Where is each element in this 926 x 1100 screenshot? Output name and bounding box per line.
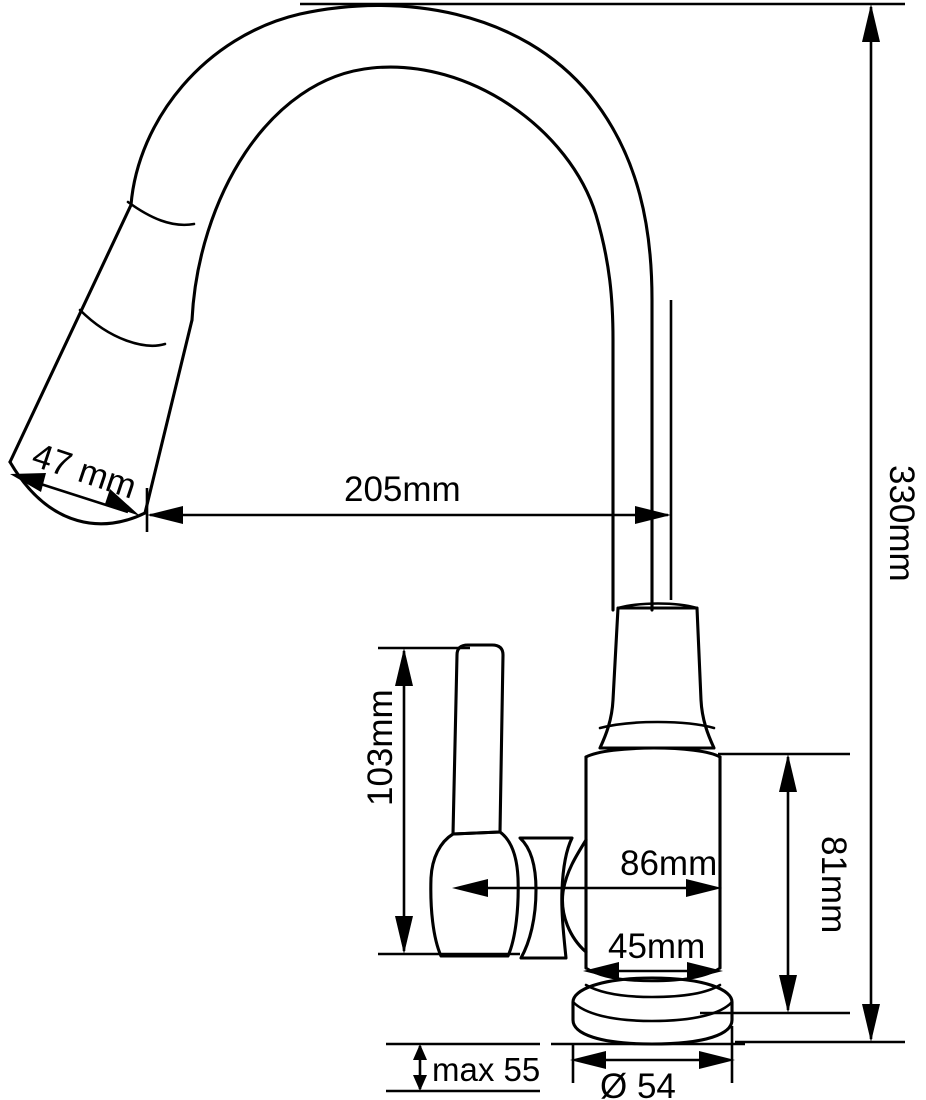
arrow-head-205mm-right [635,506,671,524]
faucet-part-drawing [8,3,734,1046]
gooseneck-inner-curve [190,65,615,612]
gooseneck-outer-curve [129,3,654,612]
base-flange-inner-ring [584,983,722,999]
base-flange-outline [571,976,734,1046]
arrow-head-47mm-right [105,489,140,516]
arrow-head-103mm-bottom [395,916,413,954]
dimension-body-diameter: 45mm [583,927,723,980]
nozzle-segment-line-lower [78,308,167,347]
dim-label-d54: Ø 54 [600,1067,676,1100]
dimension-overall-height: 330mm [300,2,921,1044]
arrow-head-330mm-bottom [862,1004,880,1042]
body-cylinder-top-ellipse [584,746,722,759]
dim-label-330mm: 330mm [882,465,921,582]
arrow-head-205mm-left [147,506,183,524]
dimension-body-height: 81mm [700,752,853,1015]
handle-knuckle-left [429,830,520,958]
dim-label-86mm: 86mm [620,844,717,883]
dim-label-103mm: 103mm [361,689,400,806]
arrow-head-81mm-bottom [779,975,797,1013]
dim-label-47mm: 47 mm [27,436,141,507]
dimension-spout-reach: 205mm [145,300,673,600]
arrow-head-330mm-top [862,4,880,42]
neck-collar-outline [598,606,716,750]
dim-label-81mm: 81mm [814,836,853,933]
arrow-head-81mm-top [779,754,797,792]
spray-head-outline [8,203,133,464]
dimension-handle-height: 103mm [361,646,520,956]
neck-collar-top-ellipse [616,602,699,610]
spray-head-outline-right [143,318,194,515]
handle-knuckle-middle [518,836,574,960]
base-flange-top-ellipse [571,1000,734,1023]
arrow-head-45mm-right [687,962,723,980]
dimension-spout-nozzle-width: 47 mm [10,436,141,516]
handle-lever-bar [451,643,505,836]
neck-collar-ring-line [598,720,716,730]
dimension-handle-projection: 86mm [452,844,722,897]
arrow-head-d54-left [570,1051,606,1069]
dim-label-205mm: 205mm [344,470,461,509]
arrow-head-d54-right [699,1051,735,1069]
arrow-head-max55-top [413,1044,427,1060]
arrow-head-86mm-left [452,879,488,897]
arrow-head-max55-bottom [413,1075,427,1091]
nozzle-tip-curve [8,460,147,526]
nozzle-segment-line-upper [126,200,196,227]
dim-label-45mm: 45mm [608,927,705,966]
dim-label-max55: max 55 [432,1051,540,1088]
arrow-head-86mm-right [686,879,722,897]
arrow-head-47mm-left [10,473,46,492]
dimension-base-diameter: Ø 54 [551,1026,745,1100]
body-cylinder-outline [584,755,722,970]
dimension-max-thickness: max 55 [386,1042,540,1093]
arrow-head-45mm-left [583,962,619,980]
arrow-head-103mm-top [395,648,413,686]
